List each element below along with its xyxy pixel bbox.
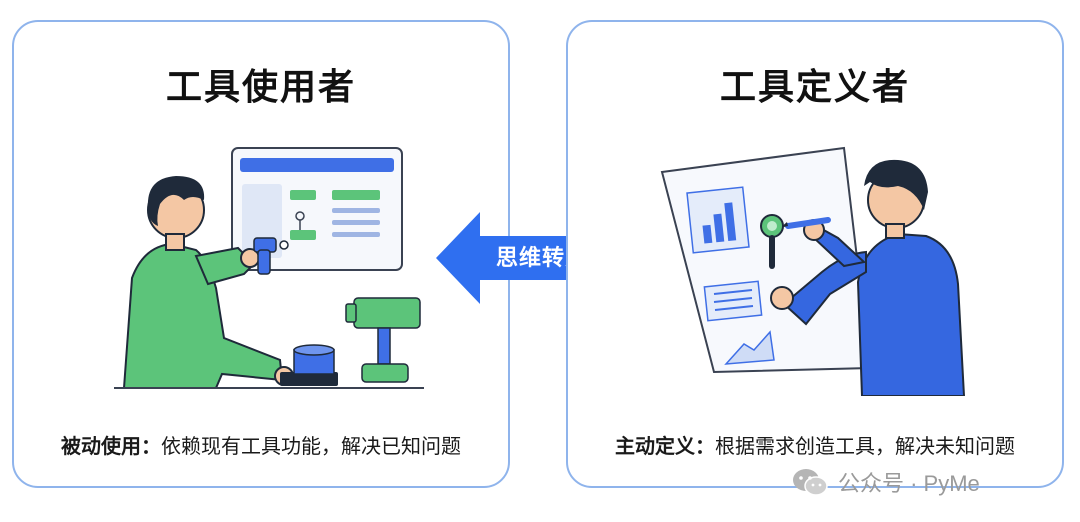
tool-user-caption-head: 被动使用： — [61, 434, 161, 458]
green-device-icon — [345, 297, 421, 383]
tool-definer-panel: 工具定义者 — [566, 20, 1064, 488]
tool-definer-caption-head: 主动定义： — [615, 434, 715, 458]
tool-user-illustration — [114, 147, 424, 389]
tool-user-caption: 被动使用：依赖现有工具功能，解决已知问题 — [14, 430, 508, 459]
tool-definer-caption-body: 根据需求创造工具，解决未知问题 — [715, 434, 1015, 458]
double-arrow-icon — [436, 212, 648, 304]
tool-user-panel: 工具使用者 — [12, 20, 510, 488]
design-board — [660, 146, 872, 374]
tool-definer-caption: 主动定义：根据需求创造工具，解决未知问题 — [568, 430, 1062, 459]
handheld-tool-icon — [253, 237, 289, 275]
tool-user-title: 工具使用者 — [165, 67, 356, 108]
wechat-icon — [793, 469, 828, 496]
tool-definer-title: 工具定义者 — [719, 67, 910, 108]
magnifier-icon — [760, 214, 784, 269]
tool-user-caption-body: 依赖现有工具功能，解决已知问题 — [161, 434, 461, 458]
tool-definer-illustration — [660, 146, 966, 396]
blue-shirt-person — [770, 159, 966, 396]
database-stack-icon — [280, 344, 338, 386]
green-shirt-person — [122, 176, 294, 389]
wechat-watermark: 公众号 · PyMe — [790, 464, 980, 500]
watermark-text: 公众号 · PyMe — [838, 471, 980, 496]
